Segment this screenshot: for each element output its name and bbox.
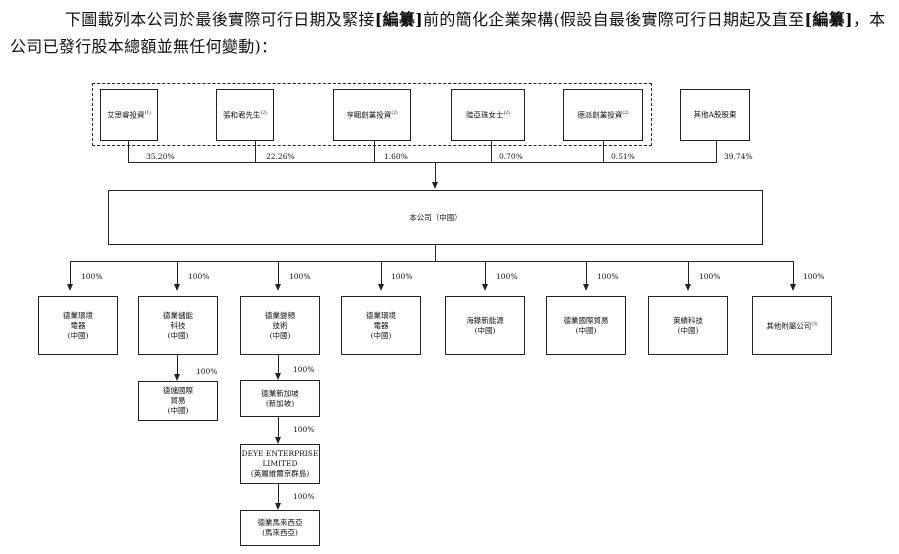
sub-arrow-8 xyxy=(790,284,796,291)
subsidiary-box-2: 德業儲能 科技 (中國) xyxy=(138,296,218,355)
arrow-to-company xyxy=(432,182,438,189)
shareholder-bus xyxy=(128,162,717,163)
pct-3: 1.60% xyxy=(384,152,408,161)
pct-1: 35.20% xyxy=(146,152,175,161)
subsidiary-bus xyxy=(70,261,794,262)
sub-pct-1: 100% xyxy=(81,272,103,281)
intro-text-2: 前的簡化企業架構(假設自最後實際可行日期起及直至 xyxy=(423,10,805,29)
inverter-chain-pct-1: 100% xyxy=(293,365,315,374)
shareholder-box-6: 其他A股股東 xyxy=(680,89,750,141)
sub-line-2 xyxy=(177,261,178,284)
inverter-chain-arrow-2 xyxy=(275,437,281,444)
intro-text-3: ，本公司已發行股本總額並無任何變動)： xyxy=(10,10,886,56)
subsidiary-box-1: 德業環境 電器 (中國) xyxy=(38,296,118,355)
subsidiary-box-5: 海錄新能源 (中國) xyxy=(445,296,525,355)
sub-pct-4: 100% xyxy=(391,272,413,281)
sub-line-3 xyxy=(278,261,279,284)
sub-pct-5: 100% xyxy=(496,272,518,281)
sub-pct-2: 100% xyxy=(188,272,210,281)
subsidiary-box-4: 德業環境 電器 (中國) xyxy=(341,296,421,355)
shareholder-box-5: 德派創業投資(2) xyxy=(563,89,643,141)
sub-pct-8: 100% xyxy=(803,272,825,281)
sub-pct-3: 100% xyxy=(289,272,311,281)
shareholder-box-4: 陸亞珠女士(2) xyxy=(451,89,525,141)
sub-arrow-2 xyxy=(174,284,180,291)
deye-singapore-box: 德業新加坡 (新加坡) xyxy=(240,380,320,417)
shareholder-box-3: 亨睏創業投資(2) xyxy=(333,89,411,141)
shareholder-line-5 xyxy=(603,141,604,162)
shareholder-box-2: 張和君先生(2) xyxy=(216,89,274,141)
subsidiary-box-3: 德業變頻 技術 (中國) xyxy=(240,296,320,355)
pct-4: 0.70% xyxy=(499,152,523,161)
shareholder-line-1 xyxy=(128,141,129,162)
storage-chain-arrow xyxy=(174,374,180,381)
subsidiary-box-6: 德業國際貿易 (中國) xyxy=(546,296,626,355)
sub-line-5 xyxy=(485,261,486,284)
storage-trade-box: 德儲國際 貿易 (中國) xyxy=(138,381,218,421)
intro-text-1: 下圖載列本公司於最後實際可行日期及緊接 xyxy=(65,10,375,29)
company-down-line xyxy=(435,245,436,261)
inverter-chain-pct-3: 100% xyxy=(293,492,315,501)
intro-paragraph: 下圖載列本公司於最後實際可行日期及緊接[編纂]前的簡化企業架構(假設自最後實際可… xyxy=(10,6,890,60)
storage-chain-line xyxy=(177,355,178,374)
redacted-mark-1: [編纂] xyxy=(374,10,424,29)
inverter-chain-line-3 xyxy=(278,484,279,503)
sub-arrow-3 xyxy=(275,284,281,291)
deye-malaysia-box: 德業馬來西亞 (馬來西亞) xyxy=(240,510,320,546)
shareholder-line-3 xyxy=(374,141,375,162)
pct-6: 39.74% xyxy=(724,152,753,161)
sub-arrow-6 xyxy=(583,284,589,291)
sub-line-7 xyxy=(688,261,689,284)
inverter-chain-pct-2: 100% xyxy=(293,425,315,434)
shareholder-box-1: 艾思睿投資(1) xyxy=(100,89,158,141)
storage-chain-pct: 100% xyxy=(196,367,218,376)
sub-arrow-5 xyxy=(482,284,488,291)
concert-party-group xyxy=(92,83,652,146)
company-feed-line xyxy=(435,162,436,182)
inverter-chain-line-2 xyxy=(278,417,279,437)
sub-line-8 xyxy=(793,261,794,284)
company-box: 本公司（中國） xyxy=(108,190,763,245)
shareholder-line-2 xyxy=(255,141,256,162)
sub-arrow-7 xyxy=(685,284,691,291)
sub-arrow-1 xyxy=(67,284,73,291)
pct-5: 0.51% xyxy=(611,152,635,161)
sub-line-6 xyxy=(586,261,587,284)
sub-pct-6: 100% xyxy=(597,272,619,281)
pct-2: 22.26% xyxy=(266,152,295,161)
shareholder-line-6 xyxy=(716,141,717,162)
subsidiary-box-8: 其他附屬公司(3) xyxy=(752,296,832,355)
redacted-mark-2: [編纂] xyxy=(804,10,853,29)
inverter-chain-arrow-1 xyxy=(275,373,281,380)
sub-line-4 xyxy=(381,261,382,284)
sub-pct-7: 100% xyxy=(699,272,721,281)
inverter-chain-line-1 xyxy=(278,355,279,373)
subsidiary-box-7: 萊績科技 (中國) xyxy=(648,296,728,355)
shareholder-line-4 xyxy=(491,141,492,162)
deye-enterprise-box: DEYE ENTERPRISE LIMITED (英屬維爾京群島) xyxy=(240,444,320,484)
inverter-chain-arrow-3 xyxy=(275,503,281,510)
sub-line-1 xyxy=(70,261,71,284)
sub-arrow-4 xyxy=(378,284,384,291)
